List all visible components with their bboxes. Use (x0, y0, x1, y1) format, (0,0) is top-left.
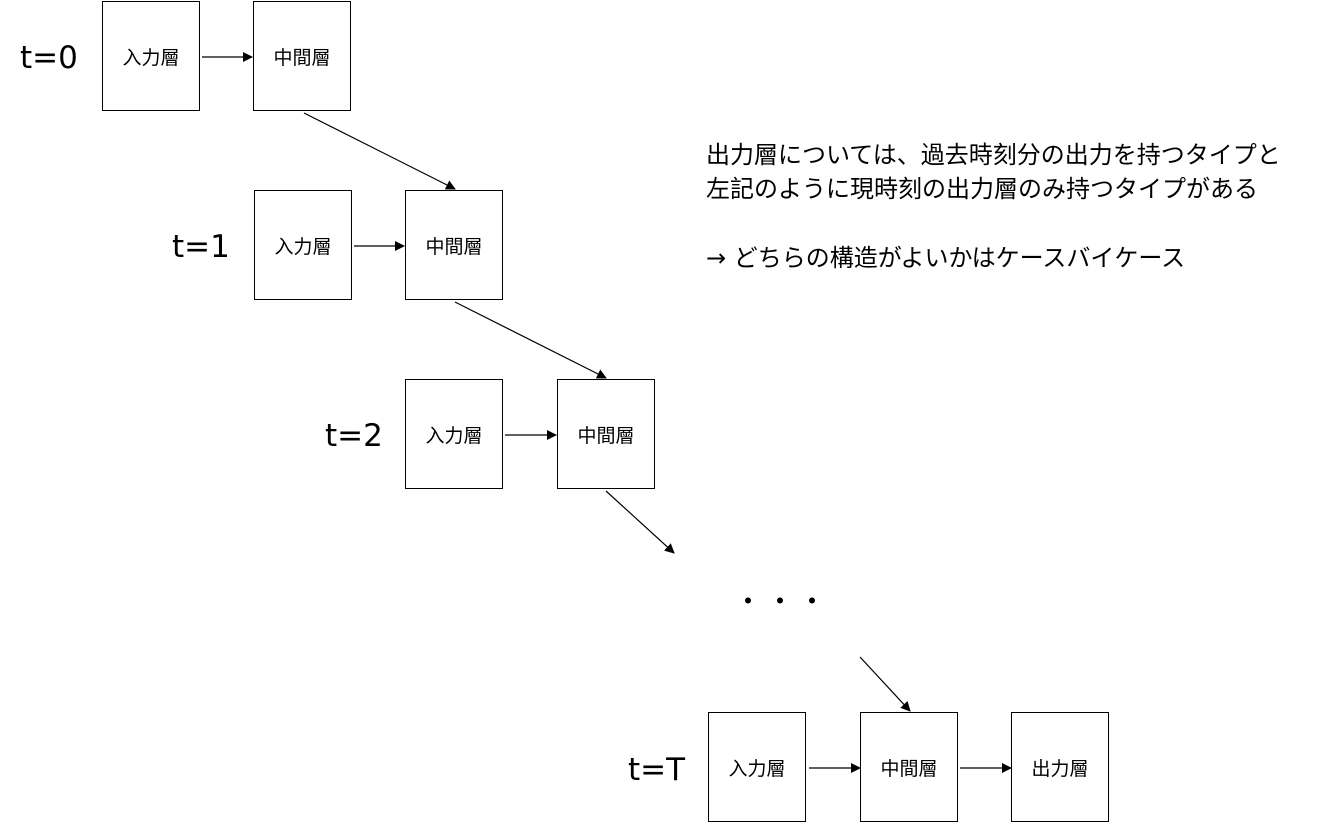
note-line-2: 左記のように現時刻の出力層のみ持つタイプがある (706, 175, 1258, 203)
hidden-layer-box-t1: 中間層 (405, 190, 503, 300)
input-layer-label: 入力層 (274, 235, 332, 258)
input-layer-box-t0: 入力層 (102, 1, 200, 111)
input-layer-box-tT: 入力層 (708, 712, 806, 822)
note-line-3: → どちらの構造がよいかはケースバイケース (706, 244, 1186, 272)
note-line-1: 出力層については、過去時刻分の出力を持つタイプと (706, 141, 1281, 169)
arrow-ellipsis-to-tT-hidden (859, 656, 911, 712)
hidden-layer-box-t0: 中間層 (253, 1, 351, 111)
hidden-layer-label: 中間層 (425, 235, 483, 258)
arrow-t0-hidden-to-t1-hidden (303, 112, 456, 190)
input-layer-label: 入力層 (728, 757, 786, 780)
time-label-t1: t=1 (172, 229, 230, 265)
hidden-layer-label: 中間層 (577, 424, 635, 447)
arrow-t1-hidden-to-t2-hidden (454, 301, 607, 379)
ellipsis: ・・・ (734, 585, 831, 618)
arrow-t2-hidden-to-ellipsis (605, 490, 675, 554)
output-layer-box-tT: 出力層 (1011, 712, 1109, 822)
time-label-t2: t=2 (325, 418, 383, 454)
input-layer-box-t1: 入力層 (254, 190, 352, 300)
time-label-t0: t=0 (20, 40, 78, 76)
input-layer-box-t2: 入力層 (405, 379, 503, 489)
output-layer-label: 出力層 (1031, 757, 1089, 780)
time-label-tT: t=T (628, 752, 686, 788)
input-layer-label: 入力層 (122, 46, 180, 69)
input-layer-label: 入力層 (425, 424, 483, 447)
hidden-layer-label: 中間層 (273, 46, 331, 69)
hidden-layer-box-t2: 中間層 (557, 379, 655, 489)
hidden-layer-label: 中間層 (880, 757, 938, 780)
hidden-layer-box-tT: 中間層 (860, 712, 958, 822)
